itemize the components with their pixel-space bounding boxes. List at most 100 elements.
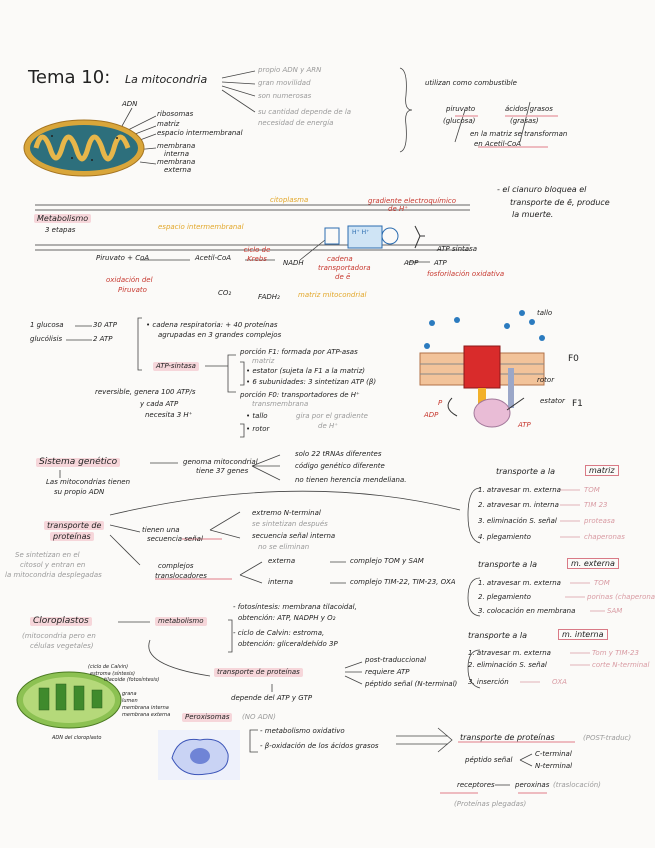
mext-i1b: TOM [594,579,610,587]
matrix-i1: 1. atravesar m. externa [478,486,561,494]
cyanide-3: la muerte. [512,210,554,219]
mito-label-interna: interna [164,150,190,158]
metab-citoplasma: citoplasma [270,196,309,204]
cloro-pep: péptido señal (N-terminal) [365,680,458,688]
gen-e2: código genético diferente [295,462,385,470]
cfig-4: grana [122,691,137,697]
mito-label-membrana-e: membrana [157,158,196,166]
tp-comp: complejos [158,562,194,570]
metab-nadh: NADH [283,259,304,267]
matrix-i3: 3. eliminación S. señal [478,517,557,525]
tp-extn: externa [268,557,296,565]
tp-sec: tienen una [142,526,180,534]
atp-tallo: • tallo [246,412,268,420]
tp-title: transporte de [44,521,105,530]
cloro-dep: depende del ATP y GTP [231,694,313,702]
fuel-a2: (glucosa) [443,117,476,125]
matrix-title: transporte a la [496,467,555,476]
gen-d: su propio ADN [54,488,105,496]
cloro-curve [148,639,211,677]
glucose-arrows [66,325,92,341]
metab-co2: CO₂ [218,289,232,297]
fig-adp: ADP [424,411,439,419]
mint-i3: 3. inserción [468,678,509,686]
perox-tp2: (POST-traduc) [583,734,632,742]
perox-tp: transporte de proteínas [460,733,555,742]
membranes [35,204,470,251]
matrix-i4: 4. plegamiento [478,533,531,541]
perox-trans: (traslocación) [553,781,601,789]
cfig-1: (ciclo de Calvin) [88,664,129,670]
matrix-i2b: TIM 23 [584,501,608,509]
gen-c: Las mitocondrias tienen [46,478,131,486]
atp-glucosa: 1 glucosa [30,321,64,329]
mint-title: transporte a la [468,631,527,640]
gen-title: Sistema genético [36,458,121,467]
mito-label-espacio: espacio intermembranal [157,129,243,137]
cloro-met: metabolismo [155,617,207,626]
tp-intn: interna [268,578,294,586]
matrix-box: matriz [585,465,619,476]
mint-box: m. interna [558,629,608,640]
cloro-brace [228,619,233,653]
atp-rev3: necesita 3 H⁺ [145,411,193,419]
atp-tallo2: gira por el gradiente [296,412,368,420]
gen-lines [251,454,281,481]
mint-arrows [520,652,590,683]
cloro-post: post-traduccional [365,656,427,664]
tp-extc: complejo TOM y SAM [350,557,424,565]
atp-rev2: y cada ATP [140,400,179,408]
mint-i2b: corte N-terminal [592,661,650,669]
transport-braces [467,487,481,689]
atp-rotor: • rotor [246,425,270,433]
metab-title: Metabolismo [34,214,92,223]
cloro-sub: (mitocondria pero en [22,632,96,640]
mito-label-membrana-i: membrana [157,142,196,150]
gen-e1: solo 22 tRNAs diferentes [295,450,382,458]
title-connectors [221,70,256,113]
cloro-tp: transporte de proteínas [214,668,303,677]
svg-text:H⁺ H⁺: H⁺ H⁺ [352,229,369,236]
atp-2: 2 ATP [93,335,113,343]
mito-label-ribosomas: ribosomas [157,110,194,118]
metab-espacio: espacio intermembranal [158,223,244,231]
fig-rotor: rotor [537,376,555,384]
cloro-calvin2: obtención: gliceraldehído 3P [238,640,338,648]
atp-cadena2: agrupadas en 3 grandes complejos [158,331,282,339]
metab-stages: 3 etapas [45,226,76,234]
page-title: Tema 10: [28,67,111,88]
mext-i3: 3. colocación en membrana [478,607,576,615]
mext-i3b: SAM [607,607,623,615]
metab-gradiente: gradiente electroquímico [368,197,457,205]
cloro-foto: - fotosíntesis: membrana tilacoidal, [233,603,357,611]
perox-rec: receptores [457,781,495,789]
gen-b: tiene 37 genes [196,467,249,475]
perox-b: - β-oxidación de los ácidos grasos [260,742,379,750]
tp-arrows3 [330,561,346,584]
atp-f0b: transmembrana [252,400,309,408]
mext-i2b: porinas (chaperonas) [587,593,655,601]
cloro-calvin: - ciclo de Calvin: estroma, [233,629,325,637]
page-subtitle: La mitocondria [125,73,208,86]
double-arrow [396,727,453,753]
matrix-i1b: TOM [584,486,600,494]
cloro-sub2: células vegetales) [30,642,94,650]
atp-synthase-figure [419,310,545,428]
matrix-i3b: proteasa [584,517,615,525]
mint-i1: 1. atravesar m. externa [468,649,551,657]
mext-i2: 2. plegamiento [478,593,531,601]
tp-arrow1 [109,524,141,533]
cloro-req: requiere ATP [365,668,410,676]
tp-title2: proteínas [50,532,94,541]
intro-1: propio ADN y ARN [258,66,322,74]
gen-e3: no tienen herencia mendeliana. [295,476,407,484]
mext-box: m. externa [567,558,619,569]
metab-oxid: oxidación del [106,276,153,284]
tp-intc: complejo TIM-22, TIM-23, OXA [350,578,456,586]
mitochondrion-figure [23,119,145,177]
intro-5: necesidad de energía [258,119,334,127]
perox-nt: N-terminal [535,762,573,770]
mint-i3b: OXA [552,678,567,686]
perox-pep: péptido señal [465,756,513,764]
